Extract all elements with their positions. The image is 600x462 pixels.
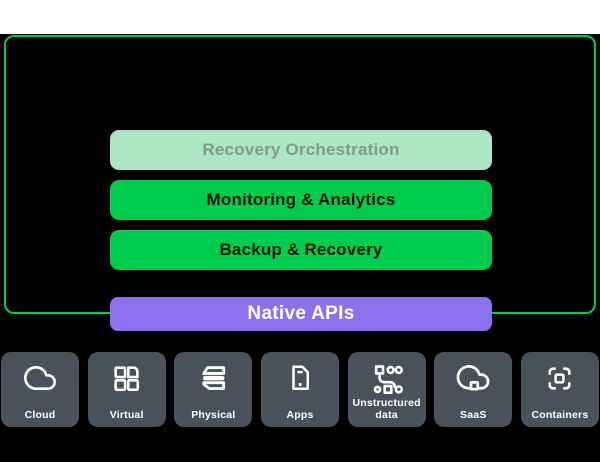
saas-icon — [434, 359, 512, 397]
workload-tile-unstructured-data: Unstructured data — [347, 352, 426, 427]
layer-recovery-orchestration: Recovery Orchestration — [110, 130, 492, 170]
platform-frame — [4, 35, 596, 314]
workload-tile-saas: SaaS — [434, 352, 513, 427]
workload-tile-physical: Physical — [174, 352, 253, 427]
workload-label: SaaS — [460, 408, 487, 421]
workload-tile-containers: Containers — [520, 352, 599, 427]
workload-label: Physical — [191, 408, 236, 421]
workload-label: Cloud — [24, 408, 56, 421]
native-apis-label: Native APIs — [247, 303, 355, 324]
workload-label: Virtual — [109, 408, 144, 421]
layer-monitoring-analytics: Monitoring & Analytics — [110, 180, 492, 220]
cloud-icon — [1, 359, 79, 397]
layer-label: Recovery Orchestration — [202, 140, 400, 159]
apps-icon — [261, 359, 339, 397]
workload-label: Unstructured data — [352, 397, 421, 421]
workload-tile-cloud: Cloud — [1, 352, 79, 427]
native-apis-bar: Native APIs — [110, 297, 492, 331]
containers-icon — [521, 359, 599, 397]
layer-backup-recovery: Backup & Recovery — [110, 230, 492, 270]
workload-tiles: Cloud Virtual Physical — [1, 352, 599, 427]
virtual-icon — [88, 359, 166, 397]
workload-tile-virtual: Virtual — [87, 352, 166, 427]
unstructured-data-icon — [348, 359, 426, 397]
layer-label: Monitoring & Analytics — [206, 190, 396, 209]
workload-label: Apps — [286, 408, 314, 421]
layer-label: Backup & Recovery — [219, 240, 383, 259]
physical-icon — [174, 359, 252, 397]
workload-label: Containers — [531, 408, 589, 421]
workload-tile-apps: Apps — [260, 352, 339, 427]
